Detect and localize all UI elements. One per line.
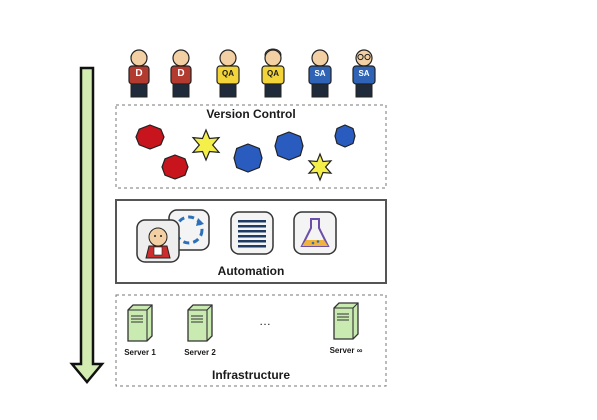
qa-commit-star-icon [191,128,221,162]
badge-sysadmin-2: SA [358,69,370,78]
glasses-icon [357,53,371,61]
member-pants [172,83,190,98]
badge-developer-1: D [135,68,143,79]
server-icons [127,302,359,342]
team-member-qa-2 [261,48,285,98]
team-member-developer-1 [128,49,150,98]
server-infinity-label: Server ∞ [329,346,363,355]
badge-developer-2: D [177,68,185,79]
version-control-title: Version Control [206,107,296,121]
automation-box [115,199,387,284]
member-head [311,49,329,67]
server-2-icon [187,304,213,342]
member-head [264,49,282,67]
automation-title: Automation [217,264,285,278]
sysadmin-commit-icon [274,131,304,161]
developer-commit-icon [135,124,165,150]
member-head [219,49,237,67]
member-pants [355,83,373,98]
team-member-sysadmin-2 [352,49,376,98]
document-lines-icon [230,211,274,255]
badge-qa-1: QA [222,69,234,78]
server-1-icon [127,304,153,342]
member-pants [311,83,329,98]
qa-commit-star-icon [307,152,333,182]
sysadmin-commit-icon [233,143,263,173]
commit-shapes [135,124,356,182]
infrastructure-title: Infrastructure [211,368,291,382]
member-head [172,49,190,67]
automation-tools [136,209,337,263]
sysadmin-commit-icon [334,124,356,148]
server-infinity-icon [333,302,359,340]
team-member-qa-1 [216,49,240,98]
server-2-label: Server 2 [184,348,216,357]
down-arrow [69,66,105,384]
flask-icon [293,211,337,255]
version-control-box [115,104,387,189]
infrastructure-box [115,294,387,387]
flow-arrow [69,66,105,384]
team-member-sysadmin-1 [308,49,332,98]
member-head [130,49,148,67]
member-pants [130,83,148,98]
server-1-label: Server 1 [124,348,156,357]
servers-ellipsis: … [259,314,271,328]
developer-commit-icon [161,154,189,180]
badge-sysadmin-1: SA [314,69,326,78]
jenkins-icon [136,219,180,263]
team-member-developer-2 [170,49,192,98]
member-pants [219,83,237,98]
member-pants [264,83,282,98]
badge-qa-2: QA [267,69,279,78]
team-row [128,48,376,98]
